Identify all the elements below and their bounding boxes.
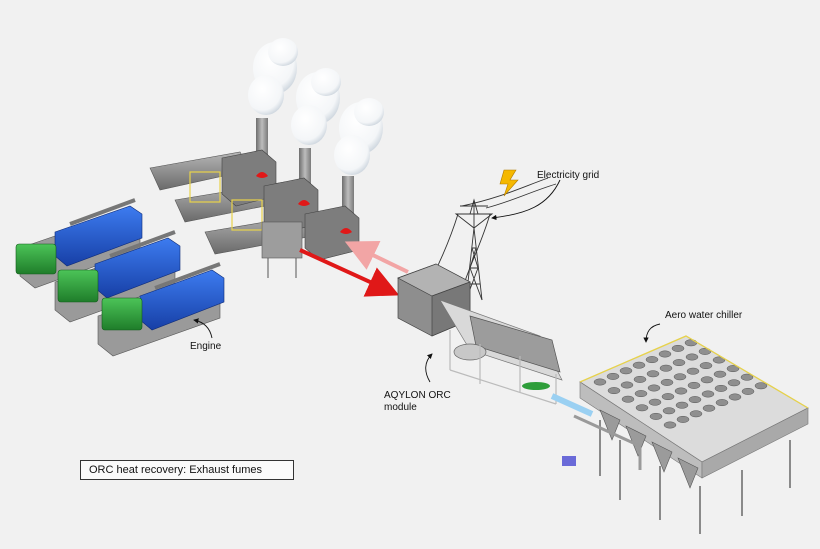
chiller-fan (634, 390, 648, 398)
chiller-fan (646, 370, 660, 378)
chiller-fan (635, 404, 649, 412)
cooling-pipe (550, 393, 594, 417)
engine-row-1 (15, 198, 143, 289)
chiller-fan (684, 339, 698, 347)
chiller-fan (728, 393, 742, 401)
chiller-fan (593, 378, 607, 386)
chiller-fan (726, 365, 740, 373)
chiller-fan (740, 373, 754, 381)
electricity-grid-label: Electricity grid (537, 170, 600, 181)
exhaust-ducts (149, 149, 360, 278)
chiller-fan (660, 378, 674, 386)
chiller-fan (676, 415, 690, 423)
heat-pipes (299, 241, 409, 297)
chiller-fan (702, 404, 716, 412)
chiller-fan (658, 350, 672, 358)
chiller-fan (607, 387, 621, 395)
chiller-fan (715, 399, 729, 407)
chiller-fan (672, 359, 686, 367)
chiller-fan (714, 384, 728, 392)
chiller-fan (649, 412, 663, 420)
chiller-fan (645, 356, 659, 364)
chiller-fan (674, 387, 688, 395)
chiller-fan (741, 387, 755, 395)
chiller-fan (713, 370, 727, 378)
chiller-fan (685, 353, 699, 361)
orc-module-label-line2: module (384, 402, 417, 413)
chiller-fan (619, 367, 633, 375)
aero-chiller-label: Aero water chiller (665, 310, 743, 321)
chiller-fan (662, 407, 676, 415)
chiller-fan (712, 356, 726, 364)
engine-label: Engine (190, 341, 222, 352)
diagram-caption: ORC heat recovery: Exhaust fumes (80, 460, 294, 480)
chiller-fan (673, 373, 687, 381)
engine-row-3 (97, 262, 225, 357)
chiller-fan (633, 375, 647, 383)
chiller-fan (727, 379, 741, 387)
chiller-fan (621, 395, 635, 403)
steam-cloud-icon (248, 38, 384, 175)
engine-row-2 (54, 230, 181, 323)
chiller-fan (688, 396, 702, 404)
chiller-fan (699, 362, 713, 370)
chiller-fan (700, 376, 714, 384)
orc-module-label-line1: AQYLON ORC (384, 390, 451, 401)
chiller-fan (632, 361, 646, 369)
aero-chiller (562, 335, 809, 534)
chiller-fan (689, 410, 703, 418)
lightning-icon (499, 169, 519, 197)
chiller-fan (659, 364, 673, 372)
orc-module (397, 263, 563, 405)
chiller-fan (663, 421, 677, 429)
chiller-fan (675, 401, 689, 409)
chiller-fan (701, 390, 715, 398)
chiller-fan (754, 382, 768, 390)
chiller-fan (647, 384, 661, 392)
chiller-fan (648, 398, 662, 406)
chiller-fan (671, 344, 685, 352)
chiller-fan (686, 367, 700, 375)
chiller-fan (661, 393, 675, 401)
pointer-arrow-icon (193, 179, 661, 383)
chiller-fan (620, 381, 634, 389)
chiller-fan (606, 372, 620, 380)
chiller-fan (687, 381, 701, 389)
